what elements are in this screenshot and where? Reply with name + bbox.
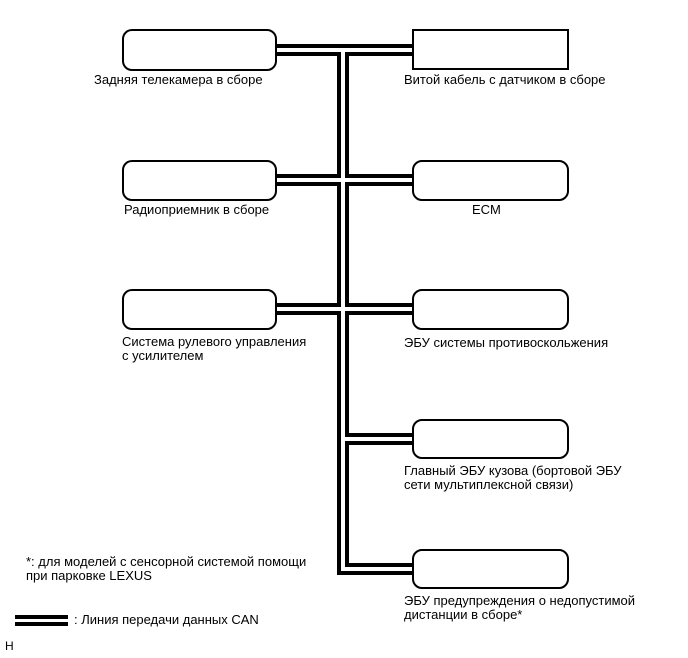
- connector-radio-core: [277, 178, 412, 182]
- connector-main-body-core: [341, 437, 412, 441]
- footnote: *: для моделей с сенсорной системой помо…: [26, 555, 306, 583]
- footnote-line: *: для моделей с сенсорной системой помо…: [26, 554, 307, 569]
- node-main-body-label: Главный ЭБУ кузова (бортовой ЭБУ сети му…: [404, 464, 622, 492]
- label-line: Система рулевого управления: [122, 334, 307, 349]
- node-main-body-box: [412, 419, 569, 459]
- connector-clearance-warning-core: [341, 567, 412, 571]
- connector-rear-camera-core: [277, 48, 412, 52]
- node-clearance-warning-label: ЭБУ предупреждения о недопустимой дистан…: [404, 594, 635, 622]
- page-marker: H: [5, 639, 14, 653]
- node-skid-control-label: ЭБУ системы противоскольжения: [404, 335, 609, 350]
- label-line: сети мультиплексной связи): [404, 477, 574, 492]
- label-line: с усилителем: [122, 348, 204, 363]
- node-spiral-cable-box: [412, 29, 569, 70]
- connector-power-steering-core: [277, 307, 412, 311]
- label-line: ЭБУ предупреждения о недопустимой: [404, 593, 636, 608]
- node-ecm-box: [412, 160, 569, 201]
- node-skid-control-box: [412, 289, 569, 330]
- node-rear-camera-label: Задняя телекамера в сборе: [94, 72, 263, 87]
- node-ecm-label: ECM: [472, 202, 501, 217]
- label-line: Главный ЭБУ кузова (бортовой ЭБУ: [404, 463, 622, 478]
- node-power-steering-box: [122, 289, 277, 330]
- node-radio-box: [122, 160, 277, 201]
- footnote-line: при парковке LEXUS: [26, 568, 152, 583]
- node-radio-label: Радиоприемник в сборе: [124, 202, 270, 217]
- node-power-steering-label: Система рулевого управления с усилителем: [122, 335, 306, 363]
- can-line-legend-symbol: [15, 615, 68, 626]
- label-line: дистанции в сборе*: [404, 607, 523, 622]
- can-line-legend-label: : Линия передачи данных CAN: [74, 612, 259, 627]
- node-spiral-cable-label: Витой кабель с датчиком в сборе: [404, 72, 606, 87]
- node-rear-camera-box: [122, 29, 277, 71]
- node-clearance-warning-box: [412, 549, 569, 589]
